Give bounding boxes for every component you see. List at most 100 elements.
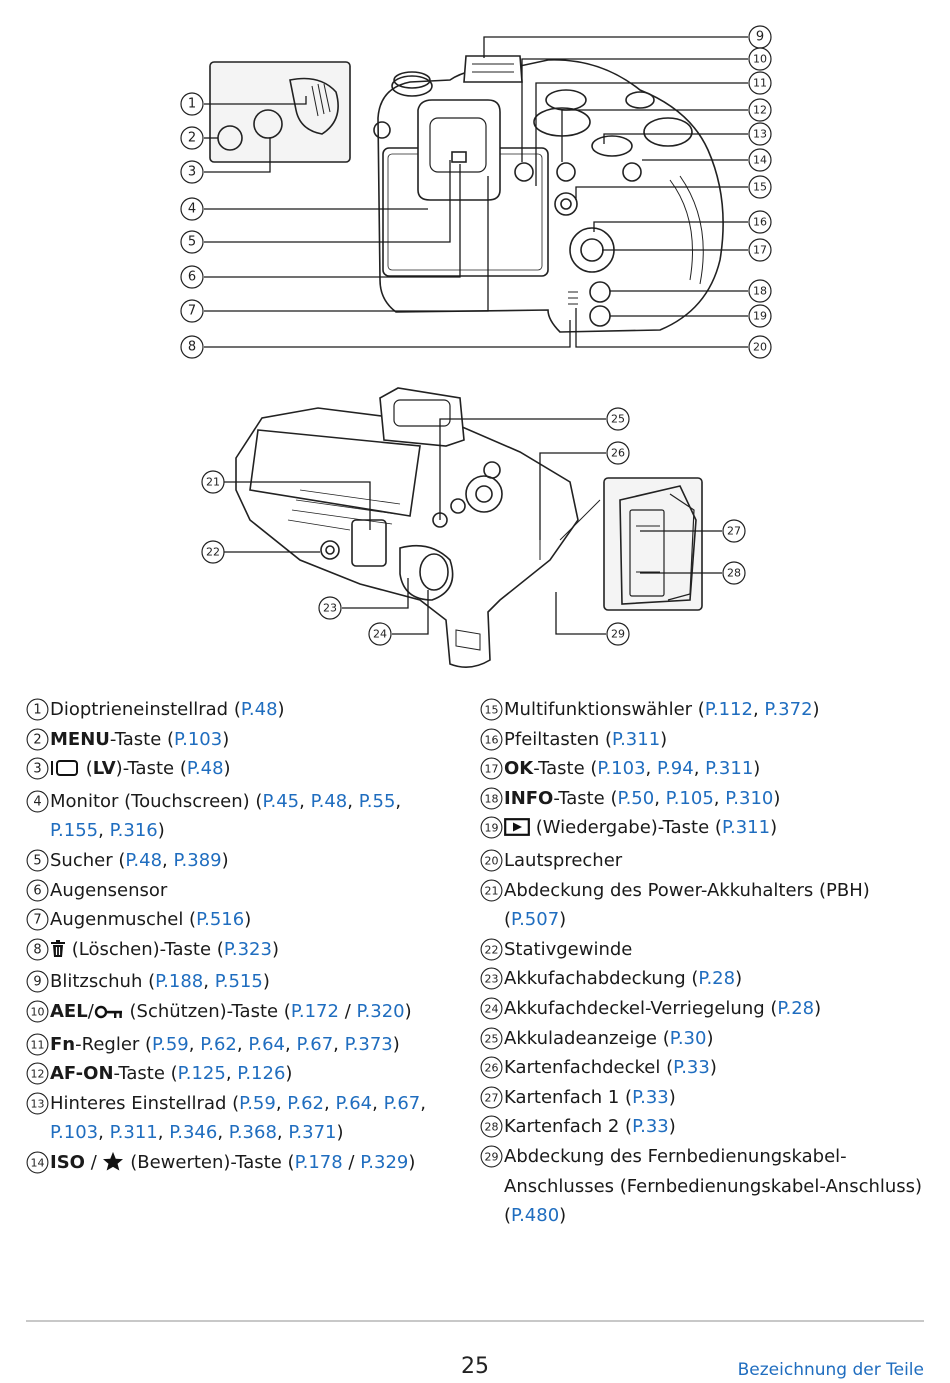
- page-reference-link[interactable]: P.155: [50, 820, 99, 842]
- description-text: Kartenfach 1 (: [504, 1086, 633, 1108]
- page-reference-link[interactable]: P.105: [665, 787, 714, 809]
- page-reference-link[interactable]: P.62: [200, 1033, 237, 1055]
- page-reference-link[interactable]: P.64: [248, 1033, 286, 1055]
- page-reference-link[interactable]: P.103: [50, 1122, 99, 1144]
- description-text: Akkuladeanzeige (: [504, 1027, 670, 1049]
- part-description: Akkufachabdeckung (P.28): [504, 964, 930, 994]
- page-reference-link[interactable]: P.372: [764, 699, 813, 720]
- description-text: ,: [162, 849, 174, 871]
- svg-text:9: 9: [756, 30, 764, 45]
- svg-text:19: 19: [485, 822, 499, 835]
- item-number-badge: 19: [480, 816, 504, 840]
- page-reference-link[interactable]: P.507: [511, 909, 560, 931]
- description-text: ): [271, 938, 279, 960]
- page-reference-link[interactable]: P.50: [617, 787, 655, 809]
- page-reference-link[interactable]: P.389: [173, 849, 222, 871]
- page-reference-link[interactable]: P.346: [169, 1122, 218, 1144]
- description-text: Multifunktionswähler (: [504, 699, 705, 720]
- description-text: Hinteres Einstellrad (: [50, 1092, 240, 1114]
- item-number-badge: 2: [26, 728, 50, 752]
- page-reference-link[interactable]: P.94: [657, 758, 694, 780]
- page-reference-link[interactable]: P.67: [296, 1033, 334, 1055]
- svg-text:3: 3: [33, 762, 41, 777]
- page-reference-link[interactable]: P.33: [632, 1086, 669, 1108]
- part-list-item: 2 MENU-Taste (P.103): [26, 725, 456, 755]
- part-description: MENU-Taste (P.103): [50, 725, 456, 755]
- page-reference-link[interactable]: P.33: [632, 1116, 669, 1138]
- page-reference-link[interactable]: P.311: [109, 1122, 158, 1144]
- section-title-link[interactable]: Bezeichnung der Teile: [737, 1360, 924, 1380]
- page-reference-link[interactable]: P.55: [358, 790, 396, 812]
- svg-text:23: 23: [485, 973, 499, 986]
- page-reference-link[interactable]: P.28: [698, 968, 736, 990]
- page-reference-link[interactable]: P.320: [356, 1000, 405, 1022]
- part-list-item: 19 (Wiedergabe)-Taste (P.311): [480, 813, 930, 846]
- page-reference-link[interactable]: P.48: [125, 849, 163, 871]
- page-reference-link[interactable]: P.311: [721, 817, 771, 839]
- page-reference-link[interactable]: P.30: [669, 1027, 707, 1049]
- description-text: ,: [236, 1033, 249, 1055]
- description-text: ,: [752, 699, 765, 720]
- description-text: -Taste (: [533, 758, 598, 780]
- page-reference-link[interactable]: P.103: [174, 728, 223, 750]
- page-reference-link[interactable]: P.188: [155, 971, 204, 993]
- part-description: Fn-Regler (P.59, P.62, P.64, P.67, P.373…: [50, 1030, 456, 1060]
- page-reference-link[interactable]: P.480: [511, 1205, 560, 1227]
- page-reference-link[interactable]: P.125: [177, 1063, 226, 1085]
- page-reference-link[interactable]: P.368: [228, 1122, 277, 1144]
- part-description: Blitzschuh (P.188, P.515): [50, 967, 456, 997]
- page-reference-link[interactable]: P.45: [262, 790, 300, 812]
- page-reference-link[interactable]: P.33: [673, 1057, 710, 1079]
- svg-text:11: 11: [31, 1038, 45, 1051]
- description-text: Dioptrieneinstellrad (: [50, 699, 241, 720]
- page-reference-link[interactable]: P.329: [360, 1151, 409, 1173]
- page-reference-link[interactable]: P.310: [725, 787, 774, 809]
- page-reference-link[interactable]: P.323: [223, 938, 272, 960]
- part-description: Multifunktionswähler (P.112, P.372): [504, 695, 930, 725]
- svg-text:26: 26: [485, 1062, 499, 1075]
- description-text: ): [770, 817, 778, 839]
- control-name: AF-ON: [50, 1063, 114, 1085]
- page-reference-link[interactable]: P.516: [196, 909, 245, 931]
- description-text: -Taste (: [109, 728, 175, 750]
- page-reference-link[interactable]: P.103: [597, 758, 646, 780]
- page-reference-link[interactable]: P.59: [152, 1033, 189, 1055]
- description-text: Stativgewinde: [504, 938, 633, 960]
- page-reference-link[interactable]: P.59: [239, 1092, 276, 1114]
- svg-text:2: 2: [33, 732, 41, 747]
- page-reference-link[interactable]: P.515: [214, 971, 263, 993]
- page-reference-link[interactable]: P.112: [704, 699, 753, 720]
- callout-circle-7: 7: [180, 299, 204, 323]
- page-reference-link[interactable]: P.373: [344, 1033, 393, 1055]
- page-reference-link[interactable]: P.371: [288, 1122, 337, 1144]
- svg-text:25: 25: [485, 1032, 499, 1045]
- page-reference-link[interactable]: P.48: [186, 758, 224, 780]
- svg-text:15: 15: [485, 704, 499, 717]
- description-text: ,: [323, 1092, 336, 1114]
- page-reference-link[interactable]: P.48: [240, 699, 278, 720]
- item-number-badge: 5: [26, 849, 50, 873]
- page-reference-link[interactable]: P.316: [109, 820, 158, 842]
- page-reference-link[interactable]: P.172: [290, 1000, 339, 1022]
- page-reference-link[interactable]: P.28: [777, 997, 815, 1019]
- card-slot-inset: [603, 477, 703, 611]
- description-text: ): [285, 1063, 293, 1085]
- page-reference-link[interactable]: P.126: [237, 1063, 286, 1085]
- svg-text:11: 11: [753, 77, 767, 90]
- page-reference-link[interactable]: P.48: [310, 790, 348, 812]
- page-reference-link[interactable]: P.311: [612, 728, 661, 750]
- page-reference-link[interactable]: P.178: [294, 1151, 343, 1173]
- page-reference-link[interactable]: P.311: [705, 758, 754, 780]
- page-reference-link[interactable]: P.67: [383, 1092, 421, 1114]
- description-text: ): [392, 1033, 400, 1055]
- part-description: Pfeiltasten (P.311): [504, 725, 930, 755]
- description-text: ,: [188, 1033, 201, 1055]
- page-reference-link[interactable]: P.64: [335, 1092, 373, 1114]
- svg-text:22: 22: [485, 943, 499, 956]
- page-reference-link[interactable]: P.62: [287, 1092, 324, 1114]
